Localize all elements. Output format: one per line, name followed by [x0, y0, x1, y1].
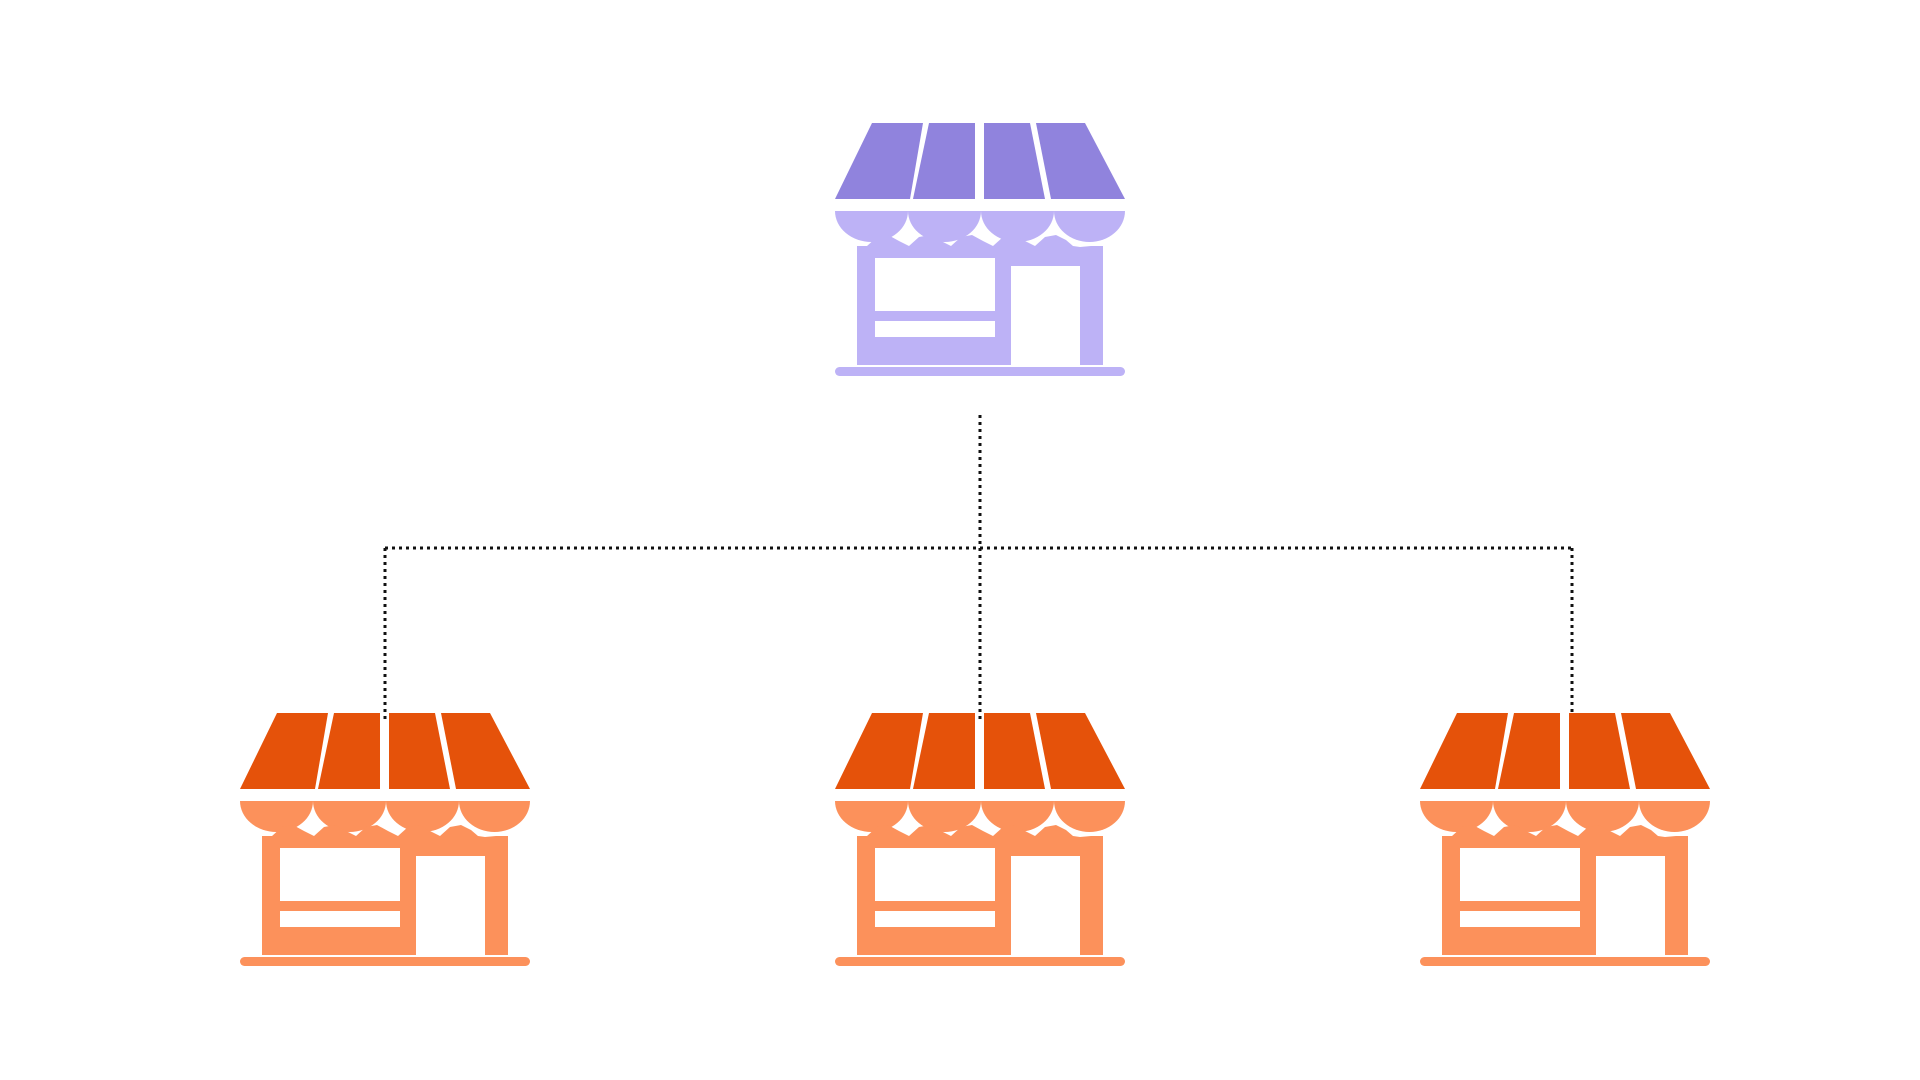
- storefront-icon: [240, 713, 530, 966]
- branch-store-3: [1420, 713, 1710, 966]
- branch-store-1: [240, 713, 530, 966]
- storefront-icon: [835, 123, 1125, 376]
- branch-store-2: [835, 713, 1125, 966]
- branch-stores: [240, 713, 1710, 966]
- storefront-icon: [1420, 713, 1710, 966]
- parent-store-icon: [835, 123, 1125, 376]
- parent-store: [835, 123, 1125, 376]
- connector-lines: [383, 415, 1574, 722]
- storefront-icon: [835, 713, 1125, 966]
